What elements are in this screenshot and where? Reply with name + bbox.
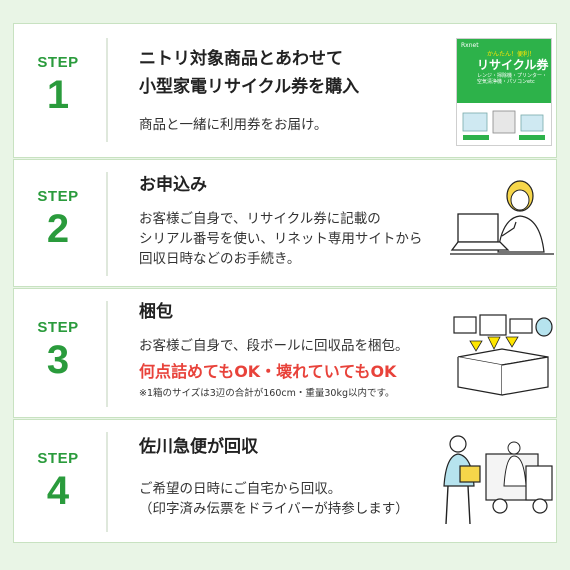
step-1-title-line-2: 小型家電リサイクル券を購入 (139, 77, 360, 97)
step-label: STEP (37, 54, 79, 71)
step-2-desc-line-2: シリアル番号を使い、リネット専用サイトから (139, 231, 423, 247)
step-4-title: 佐川急便が回収 (139, 437, 258, 457)
step-4-card: STEP 4 佐川急便が回収 ご希望の日時にご自宅から回収。 （印字済み伝票をド… (13, 419, 557, 543)
step-2-badge: STEP 2 (14, 188, 102, 249)
step-2-desc-line-3: 回収日時などのお手続き。 (139, 251, 301, 267)
ticket-header-band (457, 39, 551, 103)
ticket-title: リサイクル券 (477, 58, 549, 72)
step-2-desc-line-1: お客様ご自身で、リサイクル券に記載の (139, 211, 381, 227)
ticket-subtitle: かんたん！便利！ (487, 51, 536, 58)
step-4-badge: STEP 4 (14, 450, 102, 511)
person-with-laptop-icon (450, 180, 554, 255)
step-label: STEP (37, 450, 79, 467)
step-1-desc: 商品と一緒に利用券をお届け。 (139, 117, 328, 133)
divider (106, 172, 108, 276)
step-1-title-line-1: ニトリ対象商品とあわせて (139, 49, 343, 69)
step-3-desc: お客様ご自身で、段ボールに回収品を梱包。 (139, 338, 409, 354)
step-2-card: STEP 2 お申込み お客様ご自身で、リサイクル券に記載の シリアル番号を使い… (13, 159, 557, 287)
step-3-highlight: 何点詰めてもOK・壊れていてもOK (139, 362, 397, 381)
step-number: 4 (46, 469, 70, 513)
divider (106, 301, 108, 407)
divider (106, 38, 108, 142)
step-1-badge: STEP 1 (14, 54, 102, 115)
ticket-items: レンジ・掃除機・プリンター・空気清浄機・パソコンetc (477, 73, 548, 85)
box-with-appliances-icon (453, 314, 553, 396)
step-4-desc-line-2: （印字済み伝票をドライバーが持参します） (139, 501, 409, 517)
step-number: 1 (46, 73, 70, 117)
step-number: 2 (46, 207, 70, 251)
step-3-title: 梱包 (139, 302, 173, 322)
step-3-card: STEP 3 梱包 お客様ご自身で、段ボールに回収品を梱包。 何点詰めてもOK・… (13, 288, 557, 418)
ticket-logo: Rxnet (461, 42, 479, 49)
step-3-badge: STEP 3 (14, 319, 102, 380)
delivery-driver-truck-icon (443, 435, 553, 525)
step-4-desc-line-1: ご希望の日時にご自宅から回収。 (139, 481, 342, 497)
step-1-card: STEP 1 ニトリ対象商品とあわせて 小型家電リサイクル券を購入 商品と一緒に… (13, 23, 557, 158)
ticket-illustration-icon (462, 110, 545, 140)
step-label: STEP (37, 319, 79, 336)
step-2-title: お申込み (139, 175, 207, 195)
recycle-ticket-image: Rxnet かんたん！便利！ リサイクル券 レンジ・掃除機・プリンター・空気清浄… (456, 38, 552, 146)
step-3-note: ※1箱のサイズは3辺の合計が160cm・重量30kg以内です。 (139, 388, 395, 399)
step-label: STEP (37, 188, 79, 205)
step-number: 3 (46, 338, 70, 382)
divider (106, 432, 108, 532)
